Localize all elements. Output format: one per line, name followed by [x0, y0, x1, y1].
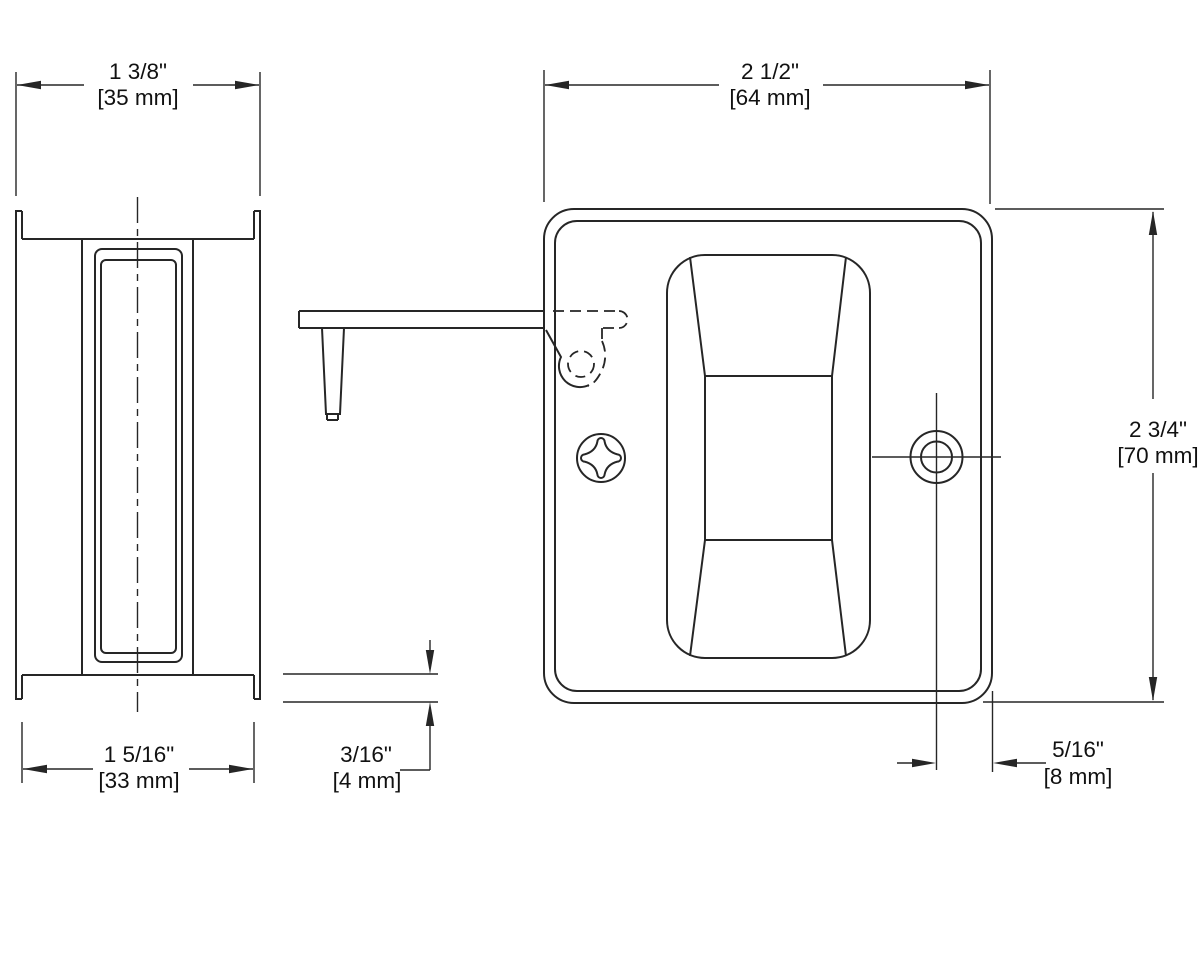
faceplate-outer-edge — [543, 208, 993, 704]
extension-lines — [543, 70, 991, 204]
dimension-side-outer-width: 1 3/8" [35 mm] — [15, 59, 261, 196]
hidden-pivot-hole — [567, 350, 595, 378]
dimension-side-inner-width: 1 5/16" [33 mm] — [21, 722, 255, 793]
pull-tab-hook-solid — [545, 329, 590, 388]
arrowhead-up — [425, 702, 435, 726]
cup-chamfer-lines — [689, 256, 847, 657]
hidden-tab-outline — [553, 310, 629, 387]
dim-text-inches: 3/16" — [340, 742, 392, 767]
faceplate-inner-edge — [554, 220, 982, 692]
dim-text-inches: 1 5/16" — [104, 742, 175, 767]
screw-head-circle — [576, 433, 626, 483]
dim-text-mm: [33 mm] — [98, 768, 179, 793]
arrowhead-right — [912, 758, 936, 768]
dimension-pin-edge-offset: 5/16" [8 mm] — [897, 691, 1112, 789]
recessed-pull-cup — [666, 254, 871, 659]
privacy-lock-pin — [872, 393, 1001, 770]
pull-tab-peg — [321, 327, 345, 421]
dim-text-mm: [8 mm] — [1044, 764, 1113, 789]
arrowhead-up — [1148, 211, 1158, 235]
dim-text-inches: 1 3/8" — [109, 59, 167, 84]
dim-text-inches: 2 3/4" — [1129, 417, 1187, 442]
arrowhead-left — [545, 80, 569, 90]
arrowhead-left — [993, 758, 1017, 768]
side-view — [15, 197, 261, 712]
edge-pull-tab-view — [298, 310, 590, 421]
dimension-flange-lip-depth: 3/16" [4 mm] — [283, 640, 438, 793]
dim-text-mm: [35 mm] — [97, 85, 178, 110]
front-view — [543, 208, 1001, 770]
side-view-body-outline — [15, 210, 261, 700]
side-view-cup-outer — [94, 248, 183, 663]
extension-lines — [15, 72, 261, 196]
extension-lines — [21, 722, 255, 783]
arrowhead-down — [1148, 677, 1158, 701]
phillips-screw — [576, 433, 626, 483]
dimension-plate-width: 2 1/2" [64 mm] — [543, 59, 991, 204]
arrowhead-left — [17, 80, 41, 90]
cup-floor — [704, 375, 833, 541]
dim-text-mm: [70 mm] — [1117, 443, 1198, 468]
arrowhead-down — [425, 650, 435, 674]
dim-text-mm: [4 mm] — [333, 768, 402, 793]
cup-rim — [666, 254, 871, 659]
side-view-cup-inner — [100, 259, 177, 654]
dim-text-inches: 5/16" — [1052, 737, 1104, 762]
pull-tab-hidden-lines — [553, 310, 629, 387]
arrowhead-right — [235, 80, 259, 90]
arrowhead-left — [23, 764, 47, 774]
extension-lines — [983, 208, 1164, 703]
dim-text-inches: 2 1/2" — [741, 59, 799, 84]
extension-lines — [283, 673, 438, 703]
arrowhead-right — [229, 764, 253, 774]
arrow-stems-and-leader — [400, 640, 431, 771]
dimension-plate-height: 2 3/4" [70 mm] — [983, 208, 1199, 703]
phillips-cross-icon — [580, 437, 622, 479]
arrowhead-right — [965, 80, 989, 90]
pull-tab-bar — [298, 310, 545, 329]
dim-text-mm: [64 mm] — [729, 85, 810, 110]
